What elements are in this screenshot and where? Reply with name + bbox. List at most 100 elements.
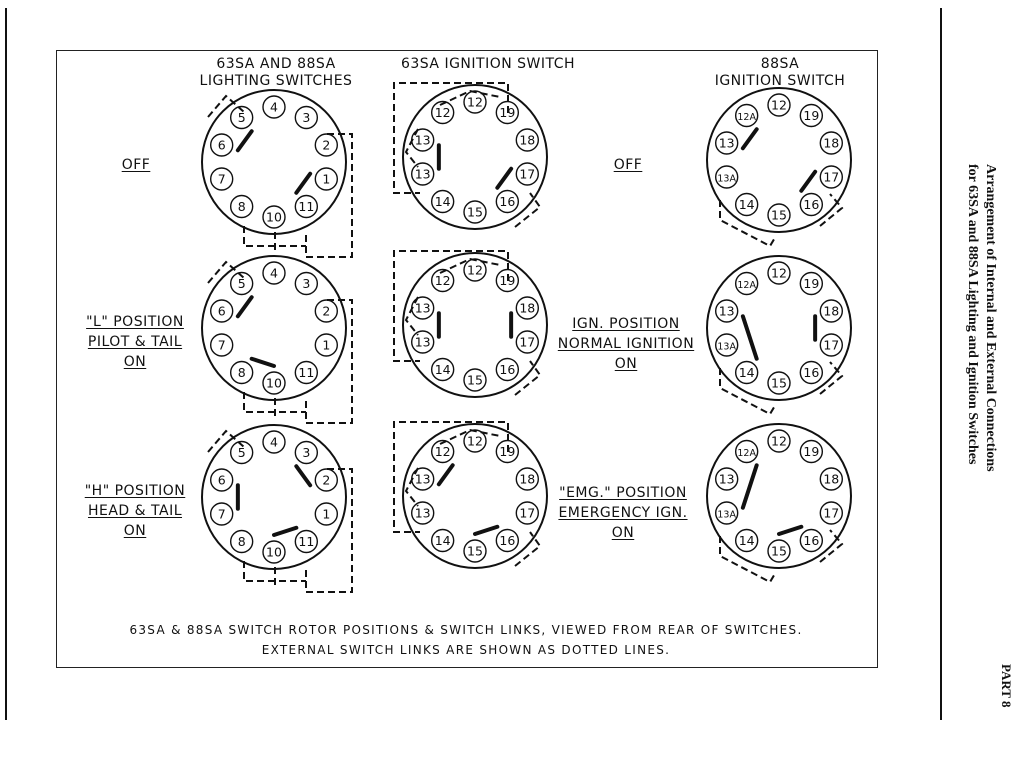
lighting-switch-0-terminal-label-8: 6	[218, 138, 226, 153]
ign63-switch-2-rotor-link-0	[436, 463, 455, 487]
ign63-switch-2-terminal-label-0: 12	[467, 434, 483, 449]
label-l-position-line-1: "L" POSITION	[86, 314, 184, 330]
ign88-switch-0-body	[706, 87, 852, 233]
ign88-external-link-a-2	[719, 536, 777, 584]
lighting-switch-2-terminal-label-1: 3	[302, 445, 310, 460]
ign63-switch-0-terminal-7	[410, 162, 435, 186]
ign63-switch-2-terminal-label-8: 13	[415, 472, 431, 487]
ign63-switch-2-body	[402, 423, 548, 569]
lighting-switch-1-terminal-label-7: 7	[218, 337, 226, 352]
heading-lighting-line-2: LIGHTING SWITCHES	[199, 73, 353, 89]
ign88-switch-2-terminal-6	[734, 528, 759, 553]
label-emg-position-line-1: "EMG." POSITION	[559, 485, 687, 501]
ign88-switch-0-rotor-link-0	[740, 127, 759, 151]
lighting-external-link-b-0	[243, 226, 306, 247]
ign63-switch-0-terminal-5	[463, 200, 487, 224]
ign88-switch-0-terminal-label-9: 12A	[737, 112, 756, 123]
ign88-switch-0-terminal-3	[819, 165, 844, 189]
ign88-switch-2-rotor-link-0	[740, 463, 759, 510]
lighting-switch-1-terminal-9	[229, 271, 254, 296]
lighting-switch-2-terminal-label-6: 8	[238, 534, 246, 549]
ign88-switch-1-terminal-6	[734, 360, 759, 385]
ign63-switch-0-rotor-link-1	[495, 166, 514, 190]
ign63-switch-1-terminal-label-6: 14	[435, 362, 451, 377]
lighting-switch-2-terminal-1	[294, 440, 319, 465]
lighting-switch-1-terminal-label-8: 6	[218, 304, 226, 319]
ign88-switch-0-terminal-8	[714, 131, 739, 155]
lighting-switch-2-terminal-label-9: 5	[238, 445, 246, 460]
lighting-external-link-d-0	[207, 94, 245, 118]
ign88-external-link-a-0	[719, 200, 777, 248]
lighting-switch-0-terminal-8	[209, 133, 234, 157]
diagram-frame	[56, 50, 878, 668]
ign88-switch-0-terminal-label-6: 14	[739, 197, 755, 212]
label-emg-position: "EMG." POSITION EMERGENCY IGN. ON	[550, 483, 696, 543]
lighting-switch-1-terminal-5	[262, 371, 286, 395]
lighting-switch-2-terminal-0	[262, 430, 286, 454]
ign63-switch-2-terminal-5	[463, 539, 487, 563]
ign63-switch-0-terminal-label-7: 13	[415, 166, 431, 181]
lighting-switch-1-terminal-6	[229, 360, 254, 385]
lighting-switch-2-terminal-label-2: 2	[322, 473, 330, 488]
lighting-switch-0-terminal-9	[229, 105, 254, 130]
lighting-switch-2-terminal-6	[229, 529, 254, 554]
lighting-external-link-a-2	[305, 468, 353, 593]
ign88-switch-0-terminal-label-5: 15	[771, 208, 787, 223]
ign88-switch-0-terminal-6	[734, 192, 759, 217]
ign88-switch-2-terminal-8	[714, 467, 739, 491]
ign63-switch-0-terminal-label-3: 17	[519, 166, 535, 181]
lighting-switch-1-terminal-0	[262, 261, 286, 285]
lighting-switch-2-terminal-label-0: 4	[270, 435, 278, 450]
ign63-switch-1-terminal-label-4: 16	[499, 362, 515, 377]
ign63-switch-2-terminal-label-2: 18	[519, 472, 535, 487]
ign88-switch-2-terminal-label-3: 17	[823, 505, 839, 520]
ign88-switch-1-body	[706, 255, 852, 401]
heading-88sa-line-1: 88SA	[760, 56, 800, 72]
lighting-switch-2-terminal-2	[314, 468, 339, 492]
lighting-switch-2-rotor-link-0	[294, 464, 313, 488]
ign63-switch-2-terminal-label-4: 16	[499, 533, 515, 548]
ign88-switch-1-terminal-0	[767, 261, 791, 285]
ign88-switch-2-terminal-1	[799, 439, 824, 464]
ign88-switch-2-terminal-label-9: 12A	[737, 448, 756, 459]
lighting-switch-2-terminal-label-3: 1	[322, 506, 330, 521]
ign88-switch-2-terminal-7	[714, 501, 739, 525]
lighting-switch-0-terminal-label-7: 7	[218, 171, 226, 186]
lighting-switch-1-terminal-1	[294, 271, 319, 296]
ign63-switch-0-terminal-6	[430, 189, 455, 214]
lighting-switch-1-terminal-4	[294, 360, 319, 385]
ign88-switch-1-terminal-label-0: 12	[771, 266, 787, 281]
lighting-switch-0-terminal-4	[294, 194, 319, 219]
ign63-switch-2-terminal-9	[430, 439, 455, 464]
lighting-switch-0-terminal-label-4: 11	[298, 199, 314, 214]
label-l-position-line-2: PILOT & TAIL	[87, 334, 183, 350]
lighting-switch-1-terminal-label-6: 8	[238, 365, 246, 380]
lighting-switch-0-terminal-label-0: 4	[270, 100, 278, 115]
ign88-switch-0-terminal-label-8: 13	[719, 136, 735, 151]
ign88-switch-0-terminal-label-2: 18	[823, 136, 839, 151]
ign63-switch-1-terminal-label-8: 13	[415, 301, 431, 316]
lighting-switch-1-rotor-link-1	[249, 356, 276, 368]
side-title: Arrangement of Internal and External Con…	[954, 164, 1014, 584]
lighting-switch-2-terminal-label-7: 7	[218, 506, 226, 521]
ign63-switch-1-terminal-label-0: 12	[467, 263, 483, 278]
ign63-switch-2-terminal-2	[515, 467, 540, 491]
ign63-switch-0-body	[402, 84, 548, 230]
ign63-switch-1-terminal-label-3: 17	[519, 334, 535, 349]
ign63-external-link-c-0	[439, 89, 501, 106]
side-title-line-2: for 63SA and 88SA Lighting and Ignition …	[965, 164, 980, 465]
ign88-switch-0-terminal-label-7: 13A	[717, 173, 736, 184]
ign63-external-link-d-0	[514, 192, 542, 228]
lighting-switch-0-terminal-0	[262, 95, 286, 119]
lighting-switch-0-terminal-label-5: 10	[266, 210, 282, 225]
ign88-switch-0-terminal-5	[767, 203, 791, 227]
lighting-switch-2-terminal-5	[262, 540, 286, 564]
ign63-switch-0-terminal-label-0: 12	[467, 95, 483, 110]
ign88-switch-1-terminal-4	[799, 360, 824, 385]
ign63-switch-0-terminal-label-9: 12	[435, 105, 451, 120]
ign63-switch-0-terminal-label-6: 14	[435, 194, 451, 209]
ign63-switch-1-body	[402, 252, 548, 398]
ign63-external-link-b-2	[404, 467, 419, 507]
ign88-switch-0-terminal-7	[714, 165, 739, 189]
